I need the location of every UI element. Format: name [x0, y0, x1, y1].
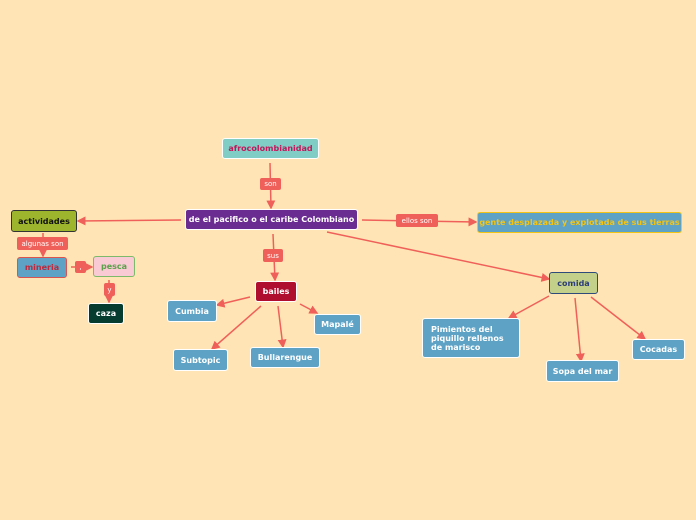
node-actividades[interactable]: actividades [11, 210, 77, 232]
link-label-algunas-son[interactable]: algunas son [17, 237, 68, 250]
node-gente-desplazada[interactable]: gente desplazada y explotada de sus tier… [477, 212, 682, 233]
node-mineria[interactable]: mineria [17, 257, 67, 278]
node-bullarengue[interactable]: Bullarengue [250, 347, 320, 368]
link-label-son[interactable]: son [260, 178, 281, 190]
node-subtopic[interactable]: Subtopic [173, 349, 228, 371]
node-pesca[interactable]: pesca [93, 256, 135, 277]
node-caza[interactable]: caza [88, 303, 124, 324]
link-label-sus[interactable]: sus [263, 249, 283, 262]
node-pimientos[interactable]: Pimientos del piquillo rellenos de maris… [422, 318, 520, 358]
link-label-ellos-son[interactable]: ellos son [396, 214, 438, 227]
node-comida[interactable]: comida [549, 272, 598, 294]
link-label-y[interactable]: y [104, 283, 115, 296]
node-cocadas[interactable]: Cocadas [632, 339, 685, 360]
node-main-topic[interactable]: de el pacifico o el caribe Colombiano [185, 209, 358, 230]
link-label-comma[interactable]: , [75, 261, 86, 273]
node-sopa-del-mar[interactable]: Sopa del mar [546, 360, 619, 382]
node-bailes[interactable]: bailes [255, 281, 297, 302]
node-afrocolombianidad[interactable]: afrocolombianidad [222, 138, 319, 159]
node-cumbia[interactable]: Cumbia [167, 300, 217, 322]
node-mapale[interactable]: Mapalé [314, 314, 361, 335]
